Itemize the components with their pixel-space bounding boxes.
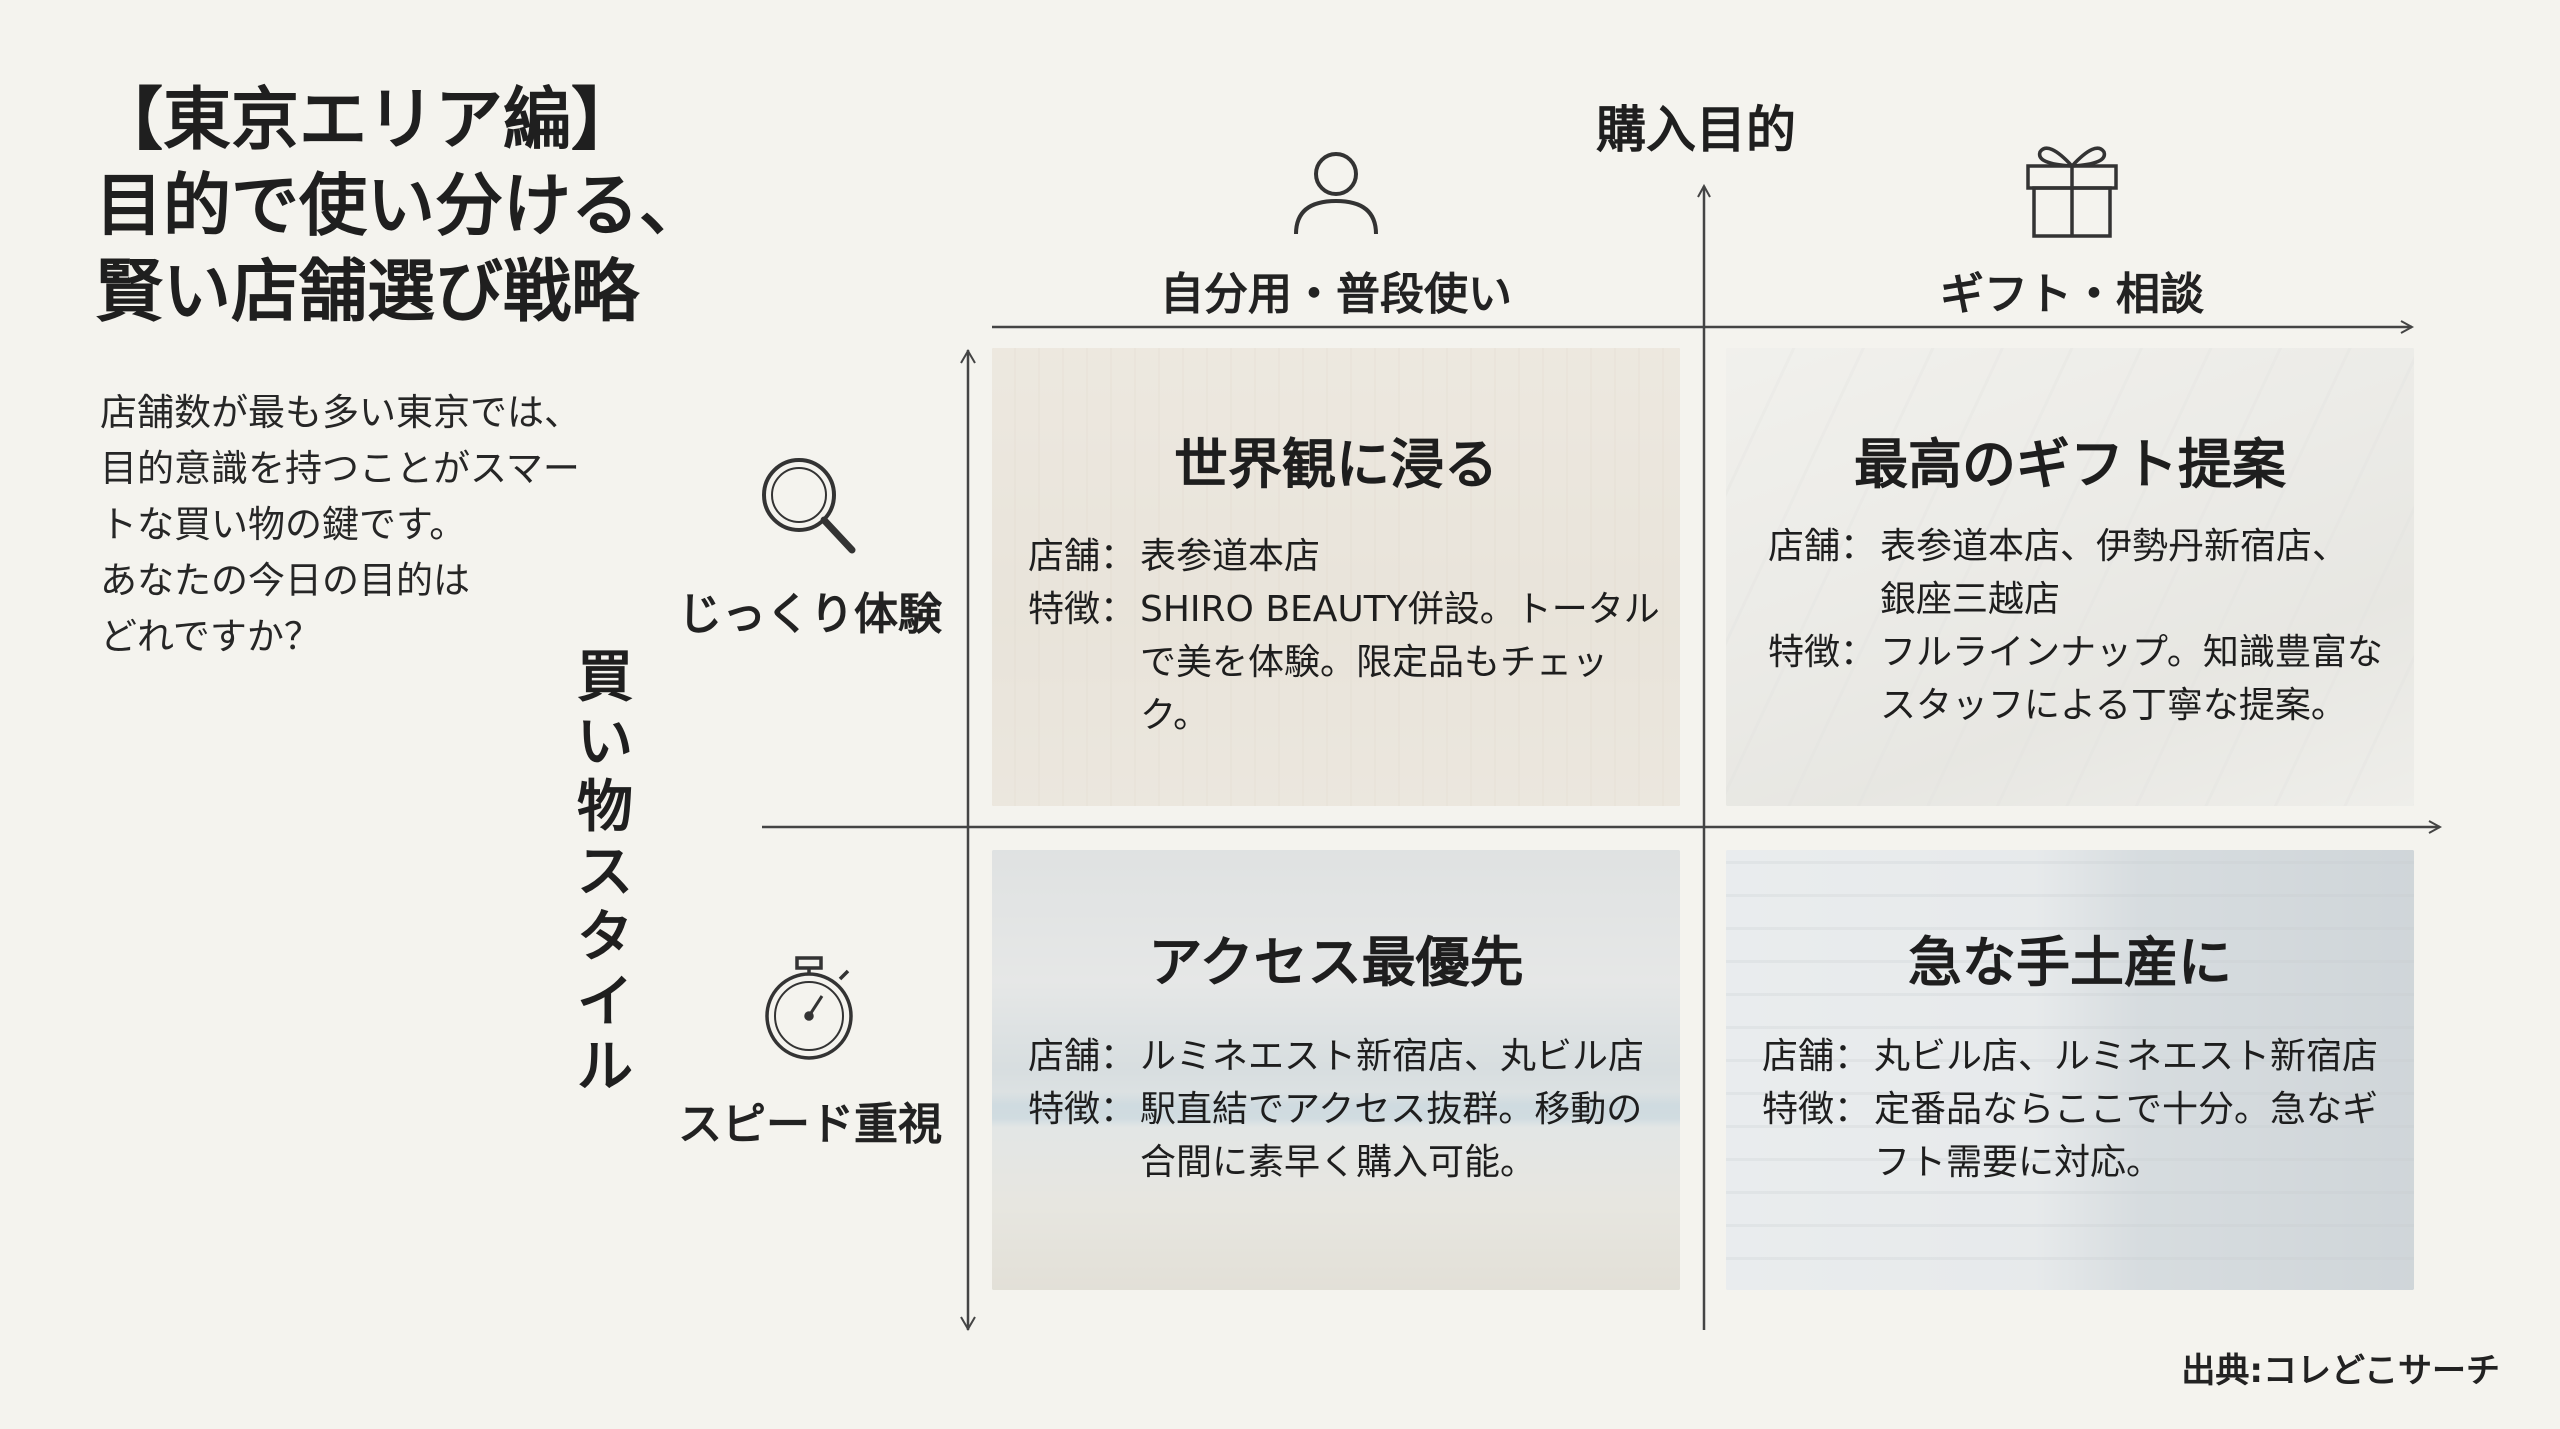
store-value: ルミネエスト新宿店、丸ビル店 (1140, 1036, 1645, 1077)
intro-line-5: どれですか？ (100, 615, 321, 658)
store-line: 店舗： ルミネエスト新宿店、丸ビル店 (1028, 1030, 1660, 1083)
intro-text: 店舗数が最も多い東京では、 目的意識を持つことがスマー トな買い物の鍵です。 あ… (100, 385, 660, 665)
person-icon (1294, 152, 1378, 235)
quadrant-details: 店舗： 表参道本店、伊勢丹新宿店、 銀座三越店 特徴： フルラインナップ。知識豊… (1768, 520, 2394, 732)
feature-line: で美を体験。限定品もチェッ (1028, 636, 1660, 689)
photo-veil (992, 850, 1680, 1290)
magnifier-icon (762, 458, 856, 554)
row-axis-arrow-up (960, 349, 976, 364)
store-line: 銀座三越店 (1768, 573, 2394, 626)
quadrant-immerse: 世界観に浸る 店舗： 表参道本店 特徴： SHIRO BEAUTY併設。トータル… (992, 348, 1680, 806)
feature-line: フト需要に対応。 (1762, 1136, 2394, 1189)
intro-line-2: 目的意識を持つことがスマー (100, 447, 580, 490)
style-char: タ (577, 905, 633, 970)
store-label: 店舗： (1028, 1036, 1137, 1077)
store-value: 表参道本店 (1140, 536, 1321, 577)
quadrant-title: 世界観に浸る (1174, 433, 1498, 496)
feature-value: フト需要に対応。 (1874, 1142, 2163, 1183)
quadrant-details: 店舗： 丸ビル店、ルミネエスト新宿店 特徴： 定番品ならここで十分。急なギ フト… (1762, 1030, 2394, 1189)
store-label: 店舗： (1762, 1036, 1871, 1077)
feature-label: 特徴： (1028, 589, 1137, 630)
feature-line: 特徴： SHIRO BEAUTY併設。トータル (1028, 583, 1660, 636)
shopping-style-axis-title: 買 い 物 ス タ イ ル (570, 645, 640, 1100)
style-char: イ (577, 970, 633, 1035)
store-line: 店舗： 表参道本店、伊勢丹新宿店、 (1768, 520, 2394, 573)
feature-value: で美を体験。限定品もチェッ (1140, 642, 1609, 683)
feature-value: 駅直結でアクセス抜群。移動の (1140, 1089, 1643, 1130)
feature-value: ク。 (1140, 695, 1210, 736)
store-line: 店舗： 丸ビル店、ルミネエスト新宿店 (1762, 1030, 2394, 1083)
title-line-1: 【東京エリア編】 (95, 81, 640, 160)
feature-value: 合間に素早く購入可能。 (1140, 1142, 1537, 1183)
purpose-axis-title: 購入目的 (1596, 101, 1796, 159)
row-header-experience: じっくり体験 (678, 589, 942, 640)
style-char: 買 (577, 645, 633, 710)
page-title: 【東京エリア編】 目的で使い分ける、 賢い店舗選び戦略 (95, 78, 735, 336)
feature-value: フルラインナップ。知識豊富な (1880, 632, 2383, 673)
store-value: 表参道本店、伊勢丹新宿店、 (1880, 526, 2349, 567)
style-char: 物 (577, 775, 633, 840)
feature-value: スタッフによる丁寧な提案。 (1880, 685, 2347, 726)
store-line: 店舗： 表参道本店 (1028, 530, 1660, 583)
style-char: ル (577, 1035, 633, 1100)
column-header-personal: 自分用・普段使い (1160, 269, 1512, 320)
intro-line-1: 店舗数が最も多い東京では、 (100, 391, 581, 434)
feature-label: 特徴： (1762, 1089, 1871, 1130)
photo-veil (1726, 850, 2414, 1290)
store-label: 店舗： (1768, 526, 1877, 567)
feature-line: 特徴： 駅直結でアクセス抜群。移動の (1028, 1083, 1660, 1136)
feature-value: SHIRO BEAUTY併設。トータル (1140, 589, 1660, 630)
store-value: 銀座三越店 (1880, 579, 2061, 620)
style-char: い (577, 710, 633, 775)
feature-line: ク。 (1028, 689, 1660, 742)
intro-line-4: あなたの今日の目的は (100, 559, 470, 602)
quadrant-access: アクセス最優先 店舗： ルミネエスト新宿店、丸ビル店 特徴： 駅直結でアクセス抜… (992, 850, 1680, 1290)
quadrant-quick-gift: 急な手土産に 店舗： 丸ビル店、ルミネエスト新宿店 特徴： 定番品ならここで十分… (1726, 850, 2414, 1290)
quadrant-title: アクセス最優先 (1148, 931, 1524, 994)
quadrant-best-gift: 最高のギフト提案 店舗： 表参道本店、伊勢丹新宿店、 銀座三越店 特徴： フルラ… (1726, 348, 2414, 806)
title-line-3: 賢い店舗選び戦略 (95, 253, 640, 332)
feature-label: 特徴： (1768, 632, 1877, 673)
feature-value: 定番品ならここで十分。急なギ (1874, 1089, 2379, 1130)
source-credit: 出典:コレどこサーチ (2181, 1351, 2500, 1391)
feature-line: スタッフによる丁寧な提案。 (1768, 679, 2394, 732)
row-header-speed: スピード重視 (678, 1099, 942, 1150)
feature-line: 合間に素早く購入可能。 (1028, 1136, 1660, 1189)
quadrant-title: 最高のギフト提案 (1854, 433, 2286, 496)
quadrant-details: 店舗： ルミネエスト新宿店、丸ビル店 特徴： 駅直結でアクセス抜群。移動の 合間… (1028, 1030, 1660, 1189)
store-value: 丸ビル店、ルミネエスト新宿店 (1874, 1036, 2379, 1077)
feature-line: 特徴： フルラインナップ。知識豊富な (1768, 626, 2394, 679)
stopwatch-icon (765, 956, 853, 1060)
photo-veil (992, 348, 1680, 806)
feature-label: 特徴： (1028, 1089, 1137, 1130)
photo-veil (1726, 348, 2414, 806)
quadrant-title: 急な手土産に (1908, 931, 2232, 994)
intro-line-3: トな買い物の鍵です。 (100, 503, 467, 546)
quadrant-details: 店舗： 表参道本店 特徴： SHIRO BEAUTY併設。トータル で美を体験。… (1028, 530, 1660, 742)
feature-line: 特徴： 定番品ならここで十分。急なギ (1762, 1083, 2394, 1136)
store-label: 店舗： (1028, 536, 1137, 577)
style-char: ス (577, 840, 633, 905)
gift-icon (2026, 146, 2118, 238)
column-header-gift: ギフト・相談 (1940, 269, 2204, 320)
title-line-2: 目的で使い分ける、 (95, 167, 708, 246)
row-axis-arrow-down (960, 1316, 976, 1331)
